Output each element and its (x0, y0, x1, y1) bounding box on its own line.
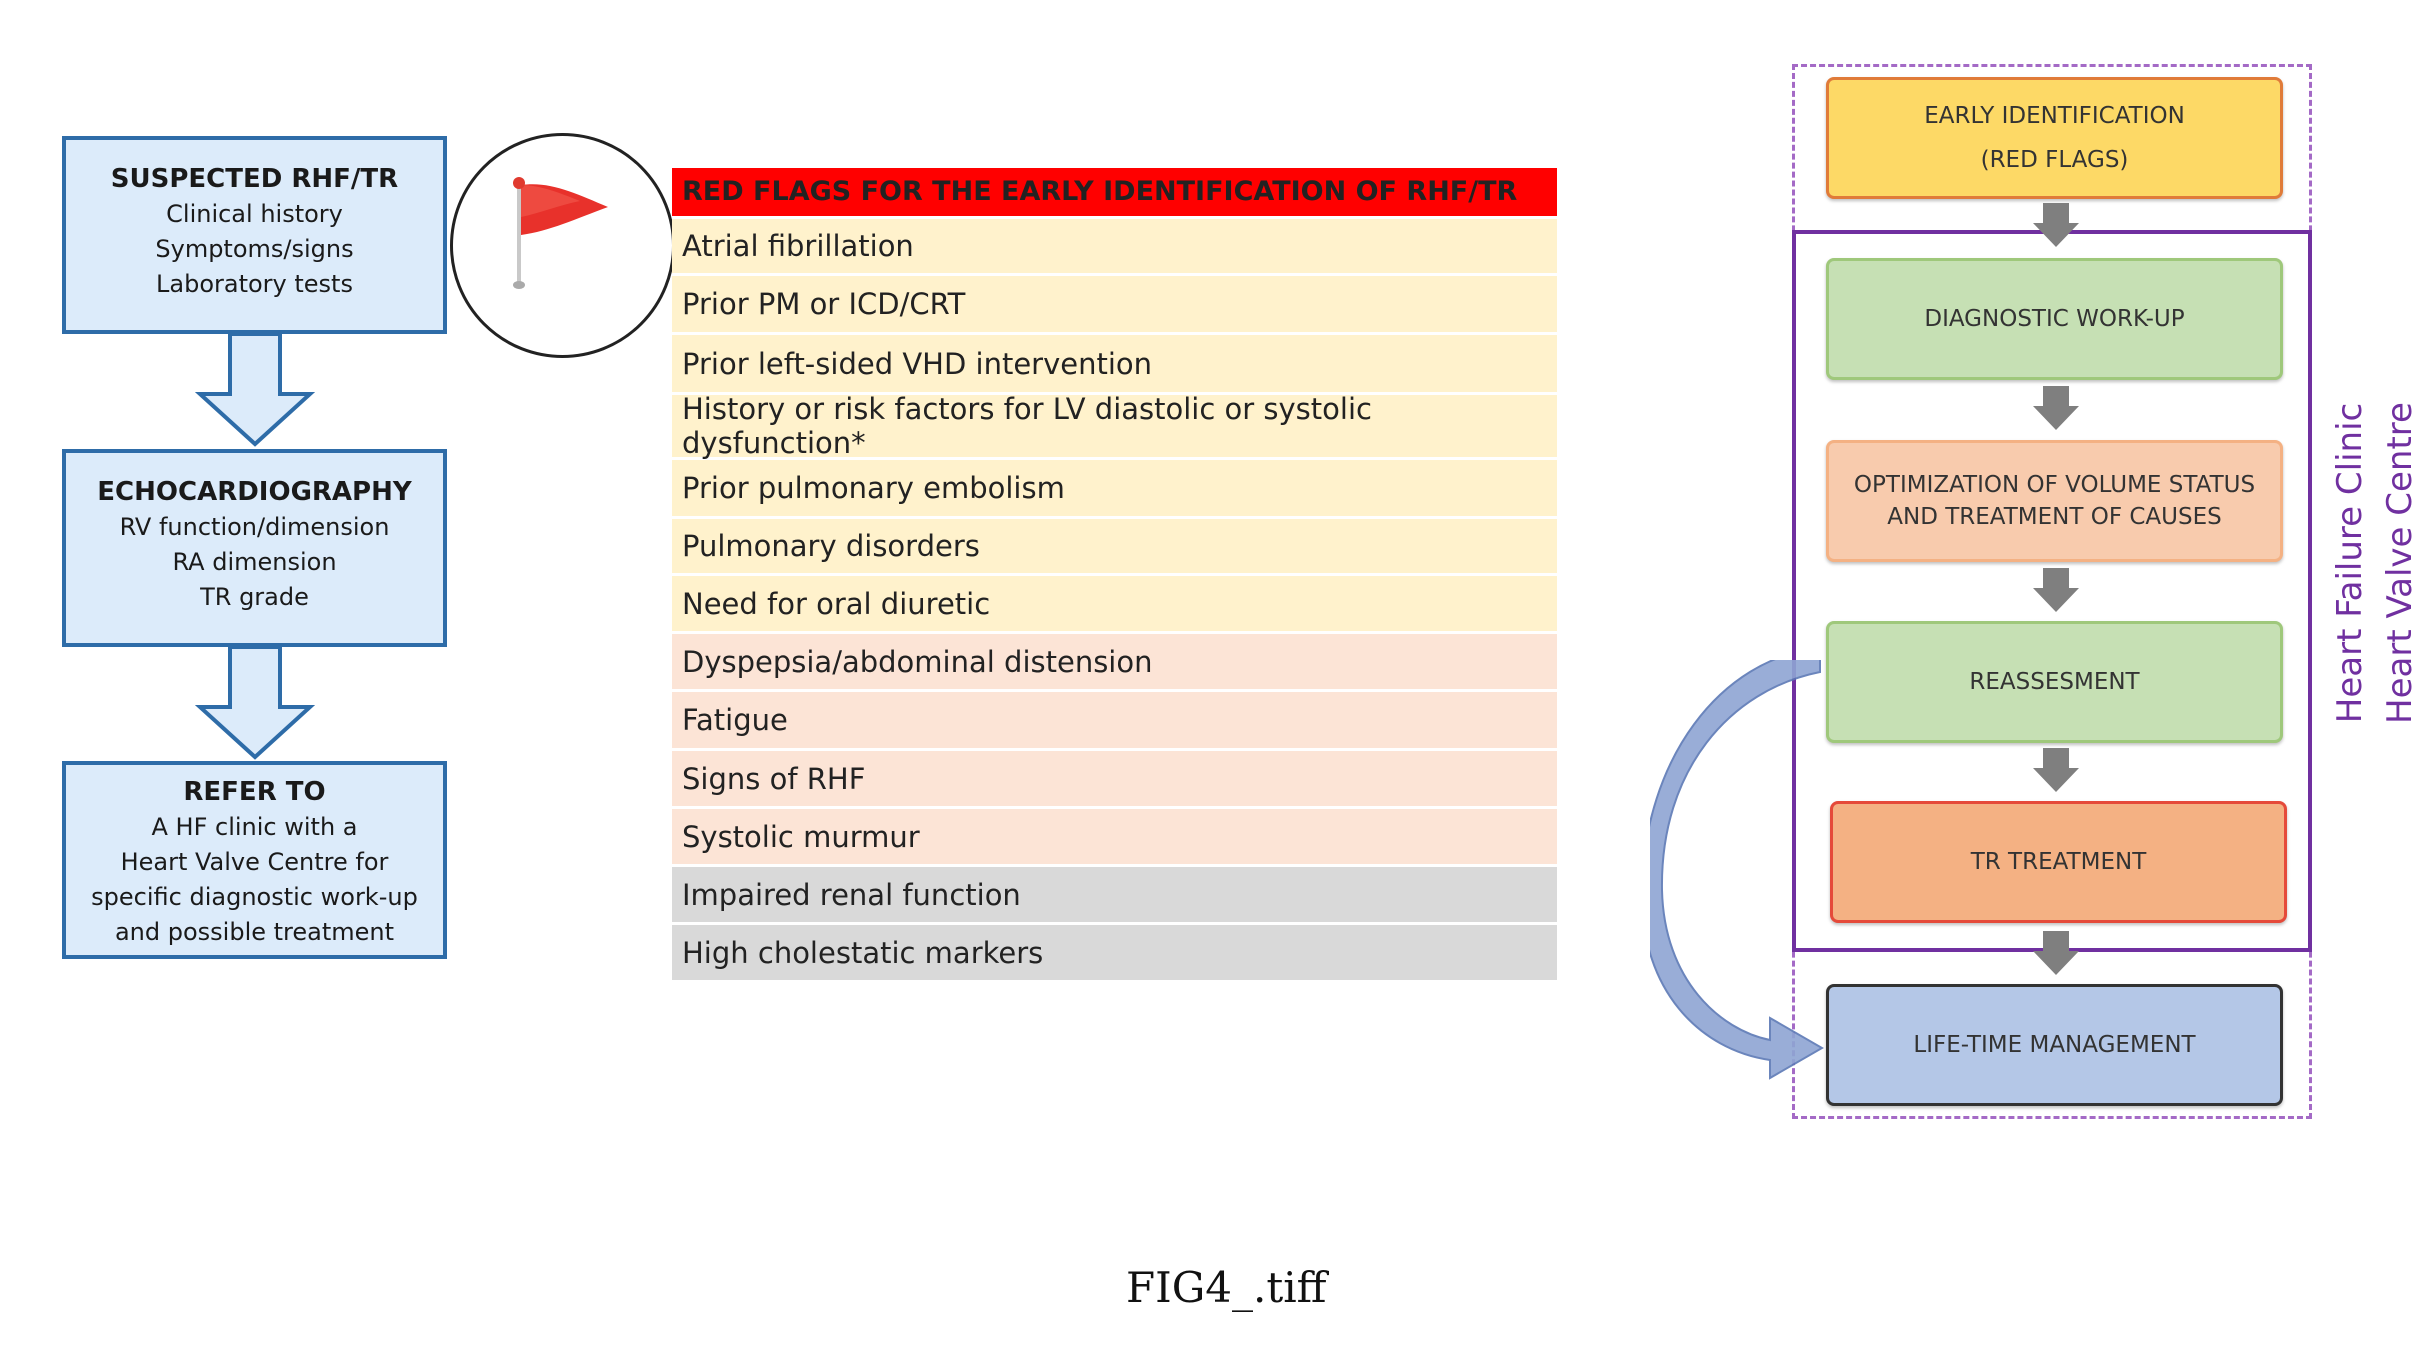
lifetime-management-box: LIFE-TIME MANAGEMENT (1826, 984, 2283, 1106)
early-id-line: EARLY IDENTIFICATION (1924, 103, 2185, 129)
box3-line: A HF clinic with a (151, 813, 358, 841)
box2-line: RA dimension (172, 548, 337, 576)
red-flag-icon (513, 177, 608, 289)
box1-line: Clinical history (166, 200, 343, 228)
tr-treatment-box: TR TREATMENT (1830, 801, 2287, 923)
box2-line: TR grade (200, 583, 309, 611)
red-flags-table: RED FLAGS FOR THE EARLY IDENTIFICATION O… (672, 168, 1557, 980)
red-flag-item: Systolic murmur (672, 806, 1557, 864)
box1-line: Symptoms/signs (155, 235, 354, 263)
box1-line: Laboratory tests (156, 270, 353, 298)
optimization-line: OPTIMIZATION OF VOLUME STATUS (1853, 472, 2256, 498)
diagnostic-label: DIAGNOSTIC WORK-UP (1924, 306, 2185, 332)
echocardiography-box: ECHOCARDIOGRAPHY RV function/dimension R… (62, 449, 447, 647)
red-flag-item: Atrial fibrillation (672, 216, 1557, 273)
grey-arrow (2033, 931, 2079, 975)
lifetime-label: LIFE-TIME MANAGEMENT (1913, 1032, 2196, 1058)
box2-line: RV function/dimension (119, 513, 390, 541)
optimization-box: OPTIMIZATION OF VOLUME STATUS AND TREATM… (1826, 440, 2283, 562)
refer-title: REFER TO (183, 777, 326, 807)
grey-arrow (2033, 748, 2079, 792)
red-flags-header: RED FLAGS FOR THE EARLY IDENTIFICATION O… (672, 168, 1557, 216)
tr-treatment-label: TR TREATMENT (1970, 849, 2147, 875)
reassessment-label: REASSESMENT (1969, 669, 2140, 695)
box3-line: specific diagnostic work-up (91, 883, 418, 911)
down-arrow-2 (195, 647, 315, 760)
grey-arrow (2033, 568, 2079, 612)
figure-caption: FIG4_.tiff (1126, 1263, 1327, 1312)
red-flag-item: Impaired renal function (672, 864, 1557, 922)
grey-arrow (2033, 203, 2079, 247)
grey-arrow (2033, 386, 2079, 430)
red-flag-item: High cholestatic markers (672, 922, 1557, 980)
reassessment-box: REASSESMENT (1826, 621, 2283, 743)
red-flag-item: Signs of RHF (672, 748, 1557, 806)
heart-valve-centre-label: Heart Valve Centre (2380, 402, 2420, 724)
suspected-rhf-box: SUSPECTED RHF/TR Clinical history Sympto… (62, 136, 447, 334)
echo-title: ECHOCARDIOGRAPHY (97, 477, 412, 507)
red-flag-item: Fatigue (672, 689, 1557, 748)
red-flag-item: Prior PM or ICD/CRT (672, 273, 1557, 332)
optimization-line: AND TREATMENT OF CAUSES (1887, 504, 2222, 530)
box3-line: Heart Valve Centre for (120, 848, 389, 876)
red-flag-item: Pulmonary disorders (672, 516, 1557, 573)
red-flag-item: Need for oral diuretic (672, 573, 1557, 631)
red-flag-item: Prior pulmonary embolism (672, 457, 1557, 516)
curved-bypass-arrow (1650, 660, 1825, 1080)
down-arrow-1 (195, 334, 315, 447)
box3-line: and possible treatment (114, 918, 395, 946)
red-flag-item: History or risk factors for LV diastolic… (672, 392, 1557, 460)
flag-circle (450, 133, 675, 358)
red-flag-item: Dyspepsia/abdominal distension (672, 631, 1557, 689)
red-flag-item: Prior left-sided VHD intervention (672, 332, 1557, 392)
early-identification-box: EARLY IDENTIFICATION (RED FLAGS) (1826, 77, 2283, 199)
diagnostic-box: DIAGNOSTIC WORK-UP (1826, 258, 2283, 380)
suspected-rhf-title: SUSPECTED RHF/TR (110, 164, 399, 194)
refer-to-box: REFER TO A HF clinic with a Heart Valve … (62, 761, 447, 959)
early-id-line: (RED FLAGS) (1980, 147, 2129, 173)
heart-failure-clinic-label: Heart Failure Clinic (2330, 402, 2370, 724)
